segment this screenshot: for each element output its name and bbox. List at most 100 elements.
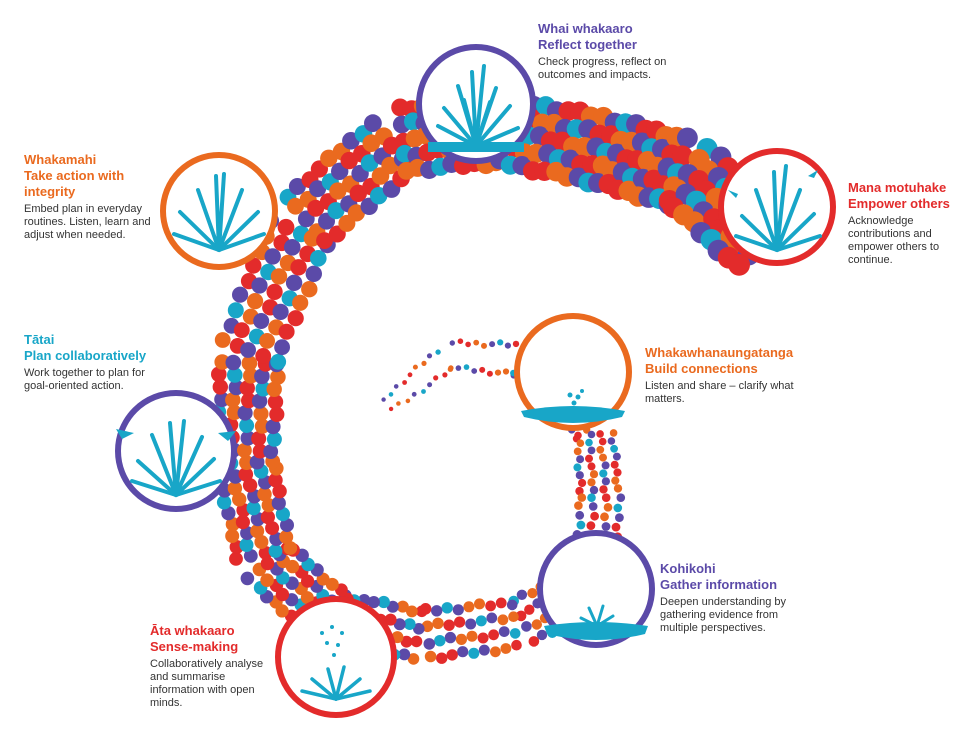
spiral-dot xyxy=(478,644,490,656)
spiral-dot xyxy=(587,462,596,471)
spiral-dot xyxy=(600,512,609,522)
spiral-dot xyxy=(576,455,585,464)
spiral-dot xyxy=(266,431,282,447)
spiral-dot xyxy=(260,573,274,587)
spiral-dot xyxy=(590,511,599,521)
spiral-dot xyxy=(406,605,418,618)
spiral-dot xyxy=(423,638,436,650)
spiral-dot xyxy=(277,218,295,236)
spiral-dot xyxy=(479,366,486,373)
water-droplets-icon xyxy=(567,389,584,406)
spiral-dot xyxy=(398,648,411,661)
spiral-dot xyxy=(587,446,596,455)
spiral-dot xyxy=(471,368,478,374)
spiral-dot xyxy=(229,552,243,566)
spiral-dot xyxy=(239,380,255,396)
spiral-dot xyxy=(601,493,611,503)
flax-bush-icon xyxy=(172,172,266,252)
spiral-dot xyxy=(402,380,407,385)
spiral-dot xyxy=(388,392,394,397)
spiral-dot xyxy=(316,232,333,250)
spiral-dot xyxy=(442,372,448,378)
spiral-dot xyxy=(254,418,270,434)
spiral-dot xyxy=(473,339,480,346)
spiral-dot xyxy=(494,369,502,376)
spiral-dot xyxy=(274,339,290,356)
spiral-dot xyxy=(254,535,269,549)
spiral-dot xyxy=(511,639,522,651)
spiral-dot xyxy=(246,501,261,516)
spiral-dot xyxy=(283,541,298,555)
spiral-dot xyxy=(436,652,448,664)
spiral-dot xyxy=(251,393,268,409)
spiral-dot xyxy=(214,391,230,408)
spiral-dot xyxy=(610,460,619,469)
stage-circle-plan xyxy=(115,390,237,512)
spiral-dot xyxy=(225,392,241,408)
spiral-dot xyxy=(305,265,322,282)
spiral-dot xyxy=(512,340,520,348)
spiral-dot xyxy=(255,381,271,397)
stage-title-english: Gather information xyxy=(660,577,778,592)
spiral-dot xyxy=(455,633,467,646)
spiral-dot xyxy=(527,588,538,599)
spiral-dot xyxy=(287,310,304,327)
flax-with-birds-icon xyxy=(116,419,236,497)
spiral-dot xyxy=(601,461,610,470)
spiral-dot xyxy=(214,332,231,348)
spiral-dot xyxy=(377,595,390,609)
spiral-dot xyxy=(221,506,236,521)
spiral-dot xyxy=(463,601,475,613)
spiral-dot xyxy=(386,600,399,613)
spiral-dot xyxy=(457,338,464,345)
spiral-dot xyxy=(577,493,587,502)
spiral-dot xyxy=(381,397,386,402)
stage-title-maori: Mana motuhake xyxy=(848,180,947,195)
spiral-dot xyxy=(227,481,243,496)
stage-title-english: Reflect together xyxy=(538,37,637,52)
spiral-dot xyxy=(536,629,548,641)
spiral-dot xyxy=(490,646,501,658)
spiral-dot xyxy=(457,646,469,658)
spiral-dot xyxy=(285,274,303,291)
spiral-dot xyxy=(587,478,596,487)
spiral-dot xyxy=(444,631,457,644)
spiral-dot xyxy=(598,437,607,446)
spiral-dot xyxy=(486,370,493,377)
spiral-dot xyxy=(611,476,620,485)
spiral-dot xyxy=(488,629,499,641)
spiral-dot xyxy=(270,353,287,370)
stage-circle-sense xyxy=(275,596,397,718)
spiral-dot xyxy=(280,518,294,533)
spiral-dot xyxy=(393,618,406,631)
spiral-dot xyxy=(268,473,283,488)
spiral-dot xyxy=(250,524,265,539)
spiral-dot xyxy=(498,626,510,637)
spiral-dot xyxy=(728,253,750,276)
stage-title-english: Empower others xyxy=(848,196,950,211)
stage-title-maori: Whakamahi xyxy=(24,152,97,167)
stage-label-connections: Whakawhanaungatanga Build connections Li… xyxy=(645,345,820,406)
spiral-dot xyxy=(574,501,583,510)
spiral-dot xyxy=(524,604,535,615)
spiral-dot xyxy=(400,635,413,648)
spiral-dot xyxy=(327,202,345,220)
spiral-dot xyxy=(575,486,584,496)
stage-title-maori: Kohikohi xyxy=(660,561,716,576)
spiral-dot xyxy=(432,617,444,629)
spiral-dot xyxy=(596,430,604,438)
spiral-dot xyxy=(521,621,532,632)
stage-circle-reflect xyxy=(416,44,536,164)
spiral-dot xyxy=(292,294,309,311)
spiral-dot xyxy=(586,521,596,530)
spiral-dot xyxy=(443,619,455,631)
stage-description: Check progress, reflect on outcomes and … xyxy=(538,56,667,81)
stage-description: Collaboratively analyse and summarise in… xyxy=(150,658,264,709)
spiral-dot xyxy=(607,437,616,445)
spiral-dot xyxy=(275,506,290,522)
stage-title-maori: Āta whakaaro xyxy=(150,623,235,638)
spiral-dot xyxy=(268,544,283,558)
stage-title-maori: Whakawhanaungatanga xyxy=(645,345,794,360)
spiral-dot xyxy=(616,493,626,503)
spiral-dot xyxy=(260,509,275,525)
